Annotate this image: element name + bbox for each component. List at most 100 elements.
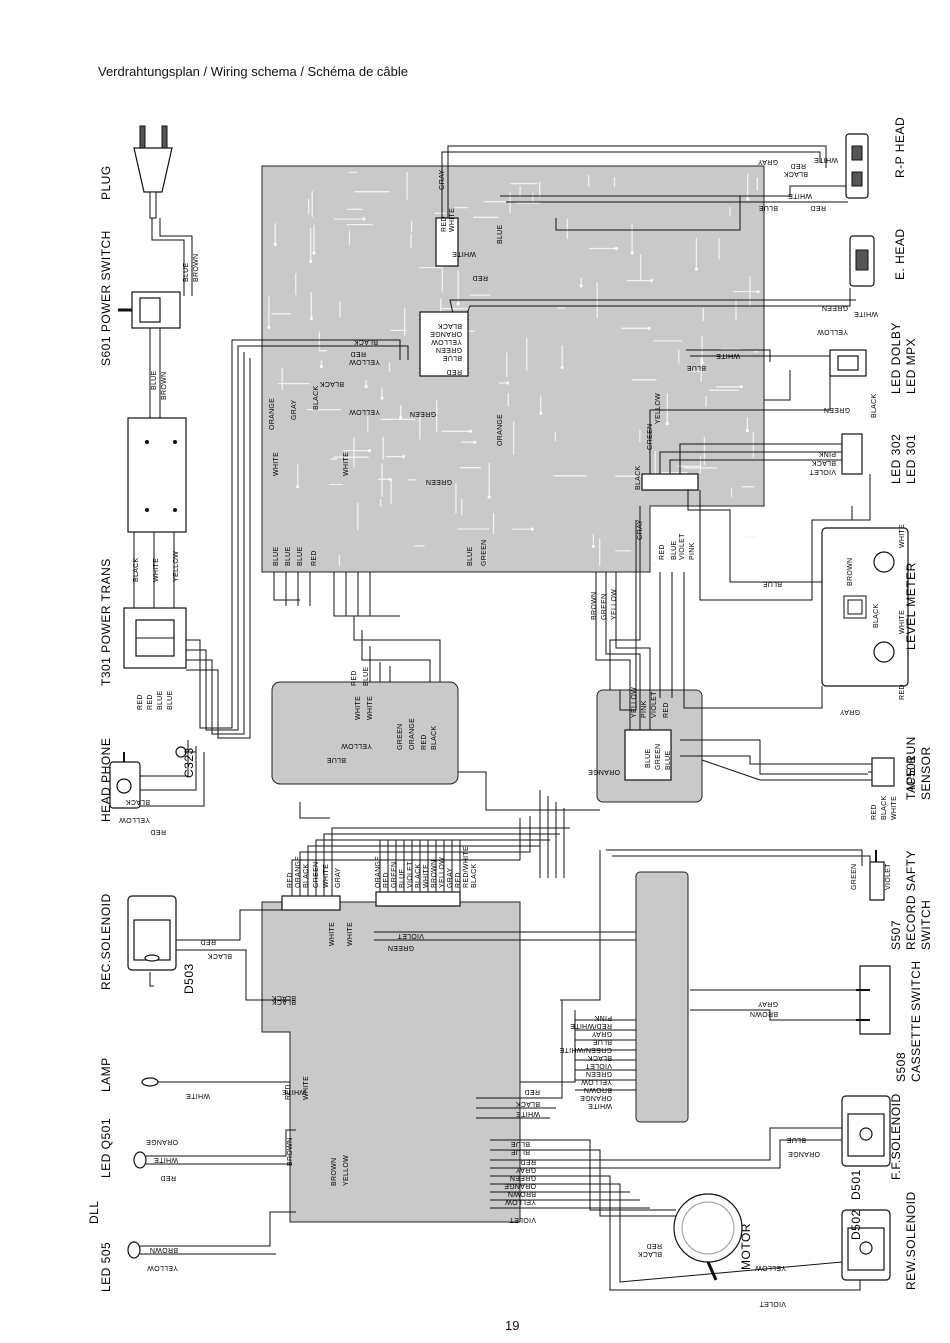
rp-head-icon (845, 133, 869, 199)
wire-label-bottom_board_lamp: RED (285, 1084, 292, 1100)
wire-label-connector_c: BLACK (313, 386, 320, 410)
page-title: Verdrahtungsplan / Wiring schema / Schém… (98, 64, 409, 79)
record-safety-switch-icon (869, 850, 885, 901)
component-label-led302: LED 302 (889, 434, 903, 484)
rew-solenoid-icon (841, 1209, 891, 1281)
wire-label-rphead: RED (810, 204, 826, 211)
wire-label-connector_b: RED (350, 350, 366, 357)
capacitor-c323-icon (175, 746, 196, 758)
wire-label-levelmeter: BROWN (847, 558, 854, 586)
wire-label-bottom_board_top_b: RED (455, 872, 462, 888)
wire-label-main_board_top: BLUE (497, 224, 504, 244)
component-label-dll: DLL (87, 1200, 101, 1224)
wire-label-trans_primary: BLACK (133, 558, 140, 582)
wire-label-connector_d: YELLOW (655, 393, 662, 424)
wire-label-connector_c: WHITE (343, 452, 350, 476)
wire-label-cassette_connector: PINK (594, 1014, 612, 1021)
wire-label-rphead: RED (790, 162, 806, 169)
component-label-recsol: REC.SOLENOID (99, 893, 113, 990)
wire-label-right_connector: YELLOW (631, 687, 638, 718)
wire-label-connector_d: PINK (689, 542, 696, 560)
wire-label-main_board_bottom: RED (311, 550, 318, 566)
plug-icon (133, 125, 173, 219)
wire-label-record_safety: GREEN (851, 864, 858, 890)
wire-label-trans_secondary: BLUE (157, 690, 164, 710)
wire-label-bottom_board_lamp: WHITE (303, 1076, 310, 1100)
wire-label-bottom_board_top_b: ORANGE (375, 856, 382, 888)
wire-label-dolby: WHITE (716, 352, 740, 359)
wire-label-cassette_connector: GREEN (586, 1070, 612, 1077)
wire-label-headphone: BLACK (126, 798, 150, 805)
wire-label-right_connector: PINK (641, 700, 648, 718)
power-transformer-block (127, 417, 187, 533)
middle-pcb (271, 681, 459, 785)
wire-label-bottom_board_vertical: GREEN (388, 944, 414, 951)
wire-label-middle_vertical: BROWN (591, 592, 598, 620)
component-label-cassette: CASSETTE SWITCH (909, 960, 923, 1082)
component-label-c323: C323 (182, 747, 196, 778)
wire-label-connector_b: YELLOW (349, 358, 380, 365)
wire-label-cassette_connector: BLUE (592, 1038, 612, 1045)
connector-block-main-top (435, 217, 459, 267)
wire-label-cassette_connector: VIOLET (585, 1062, 612, 1069)
wire-label-trans_secondary: BLUE (167, 690, 174, 710)
page-number: 19 (505, 1318, 520, 1333)
wire-label-connector_c: GREEN (410, 410, 436, 417)
wire-label-main_board_bottom: BLUE (297, 546, 304, 566)
lamp-icon (141, 1077, 180, 1087)
wire-label-levelmeter: RED (899, 684, 906, 700)
wire-label-bottom_board_vertical: VIOLET (397, 932, 424, 939)
component-label-d503: D503 (182, 963, 196, 994)
wire-label-connector_a: BLACK (438, 322, 462, 329)
wire-label-levelmeter: GRAY (839, 708, 860, 715)
wire-label-connector_a: ORANGE (430, 330, 462, 337)
wire-label-dolby: YELLOW (817, 328, 848, 335)
wire-label-rewsol: YELLOW (755, 1264, 786, 1271)
component-label-sensor: SENSOR (919, 746, 933, 800)
wire-label-bottom_board_top_b: VIOLET (407, 861, 414, 888)
wire-label-levelmeter: WHITE (899, 610, 906, 634)
wire-label-right_connector: BLUE (665, 750, 672, 770)
wire-label-bottom_board_top_b: BLACK (415, 864, 422, 888)
dolby-led-connector-icon (829, 349, 867, 377)
component-label-s507sw: SWITCH (919, 900, 933, 950)
component-label-motor: MOTOR (739, 1223, 753, 1270)
wire-label-middle_board: BLACK (431, 726, 438, 750)
wire-label-bottom_board_top_a: BLACK (303, 864, 310, 888)
wire-label-connector_d: GREEN (647, 424, 654, 450)
wire-label-middle_board: BLUE (326, 756, 346, 763)
connector-block-bottom-top (281, 891, 461, 911)
wire-label-led302: BLACK (812, 459, 836, 466)
wire-label-middle_board: RED (421, 734, 428, 750)
wire-label-main_board_bottom: BLUE (273, 546, 280, 566)
wire-label-levelmeter: WHITE (899, 524, 906, 548)
wire-label-bottom_board_top_b: GREEN (391, 862, 398, 888)
wire-label-cassette_connector: BROWN (584, 1086, 612, 1093)
component-label-levelmeter: LEVEL METER (904, 562, 918, 650)
wire-label-bottom_board_right: BLACK (516, 1100, 540, 1107)
wire-label-middle_board: GREEN (397, 724, 404, 750)
wire-label-lamp: WHITE (186, 1092, 210, 1099)
wire-label-trans_primary: WHITE (153, 558, 160, 582)
wire-label-bottom_board_top_b: BLUE (399, 868, 406, 888)
wire-label-bottom_board_right: WHITE (516, 1110, 540, 1117)
wire-label-bottom_board_top_b: RED (383, 872, 390, 888)
component-label-recsafety: RECORD SAFTY (904, 850, 918, 950)
wire-label-bottom_board_bottom: GREEN (510, 1174, 536, 1181)
wire-label-cassette_connector: BLACK (588, 1054, 612, 1061)
component-label-d501: D501 (849, 1169, 863, 1200)
wire-label-bottom_board_top_a: WHITE (323, 864, 330, 888)
connector-block-main-right (641, 473, 699, 491)
wire-label-middle_vertical: YELLOW (611, 589, 618, 620)
wire-label-record_safety: VIOLET (885, 863, 892, 890)
wire-label-connector_c: WHITE (273, 452, 280, 476)
wire-label-led505: BROWN (150, 1246, 178, 1253)
wire-label-plug: BLUE (183, 262, 190, 282)
wire-label-bottom_board_bottom: YELLOW (505, 1198, 536, 1205)
wire-label-ehead: GREEN (822, 304, 848, 311)
wire-label-main_board_top: WHITE (452, 250, 476, 257)
level-meter-body (821, 527, 909, 687)
component-label-s601: S601 POWER SWITCH (99, 230, 113, 366)
wiring-harness (133, 145, 871, 1291)
